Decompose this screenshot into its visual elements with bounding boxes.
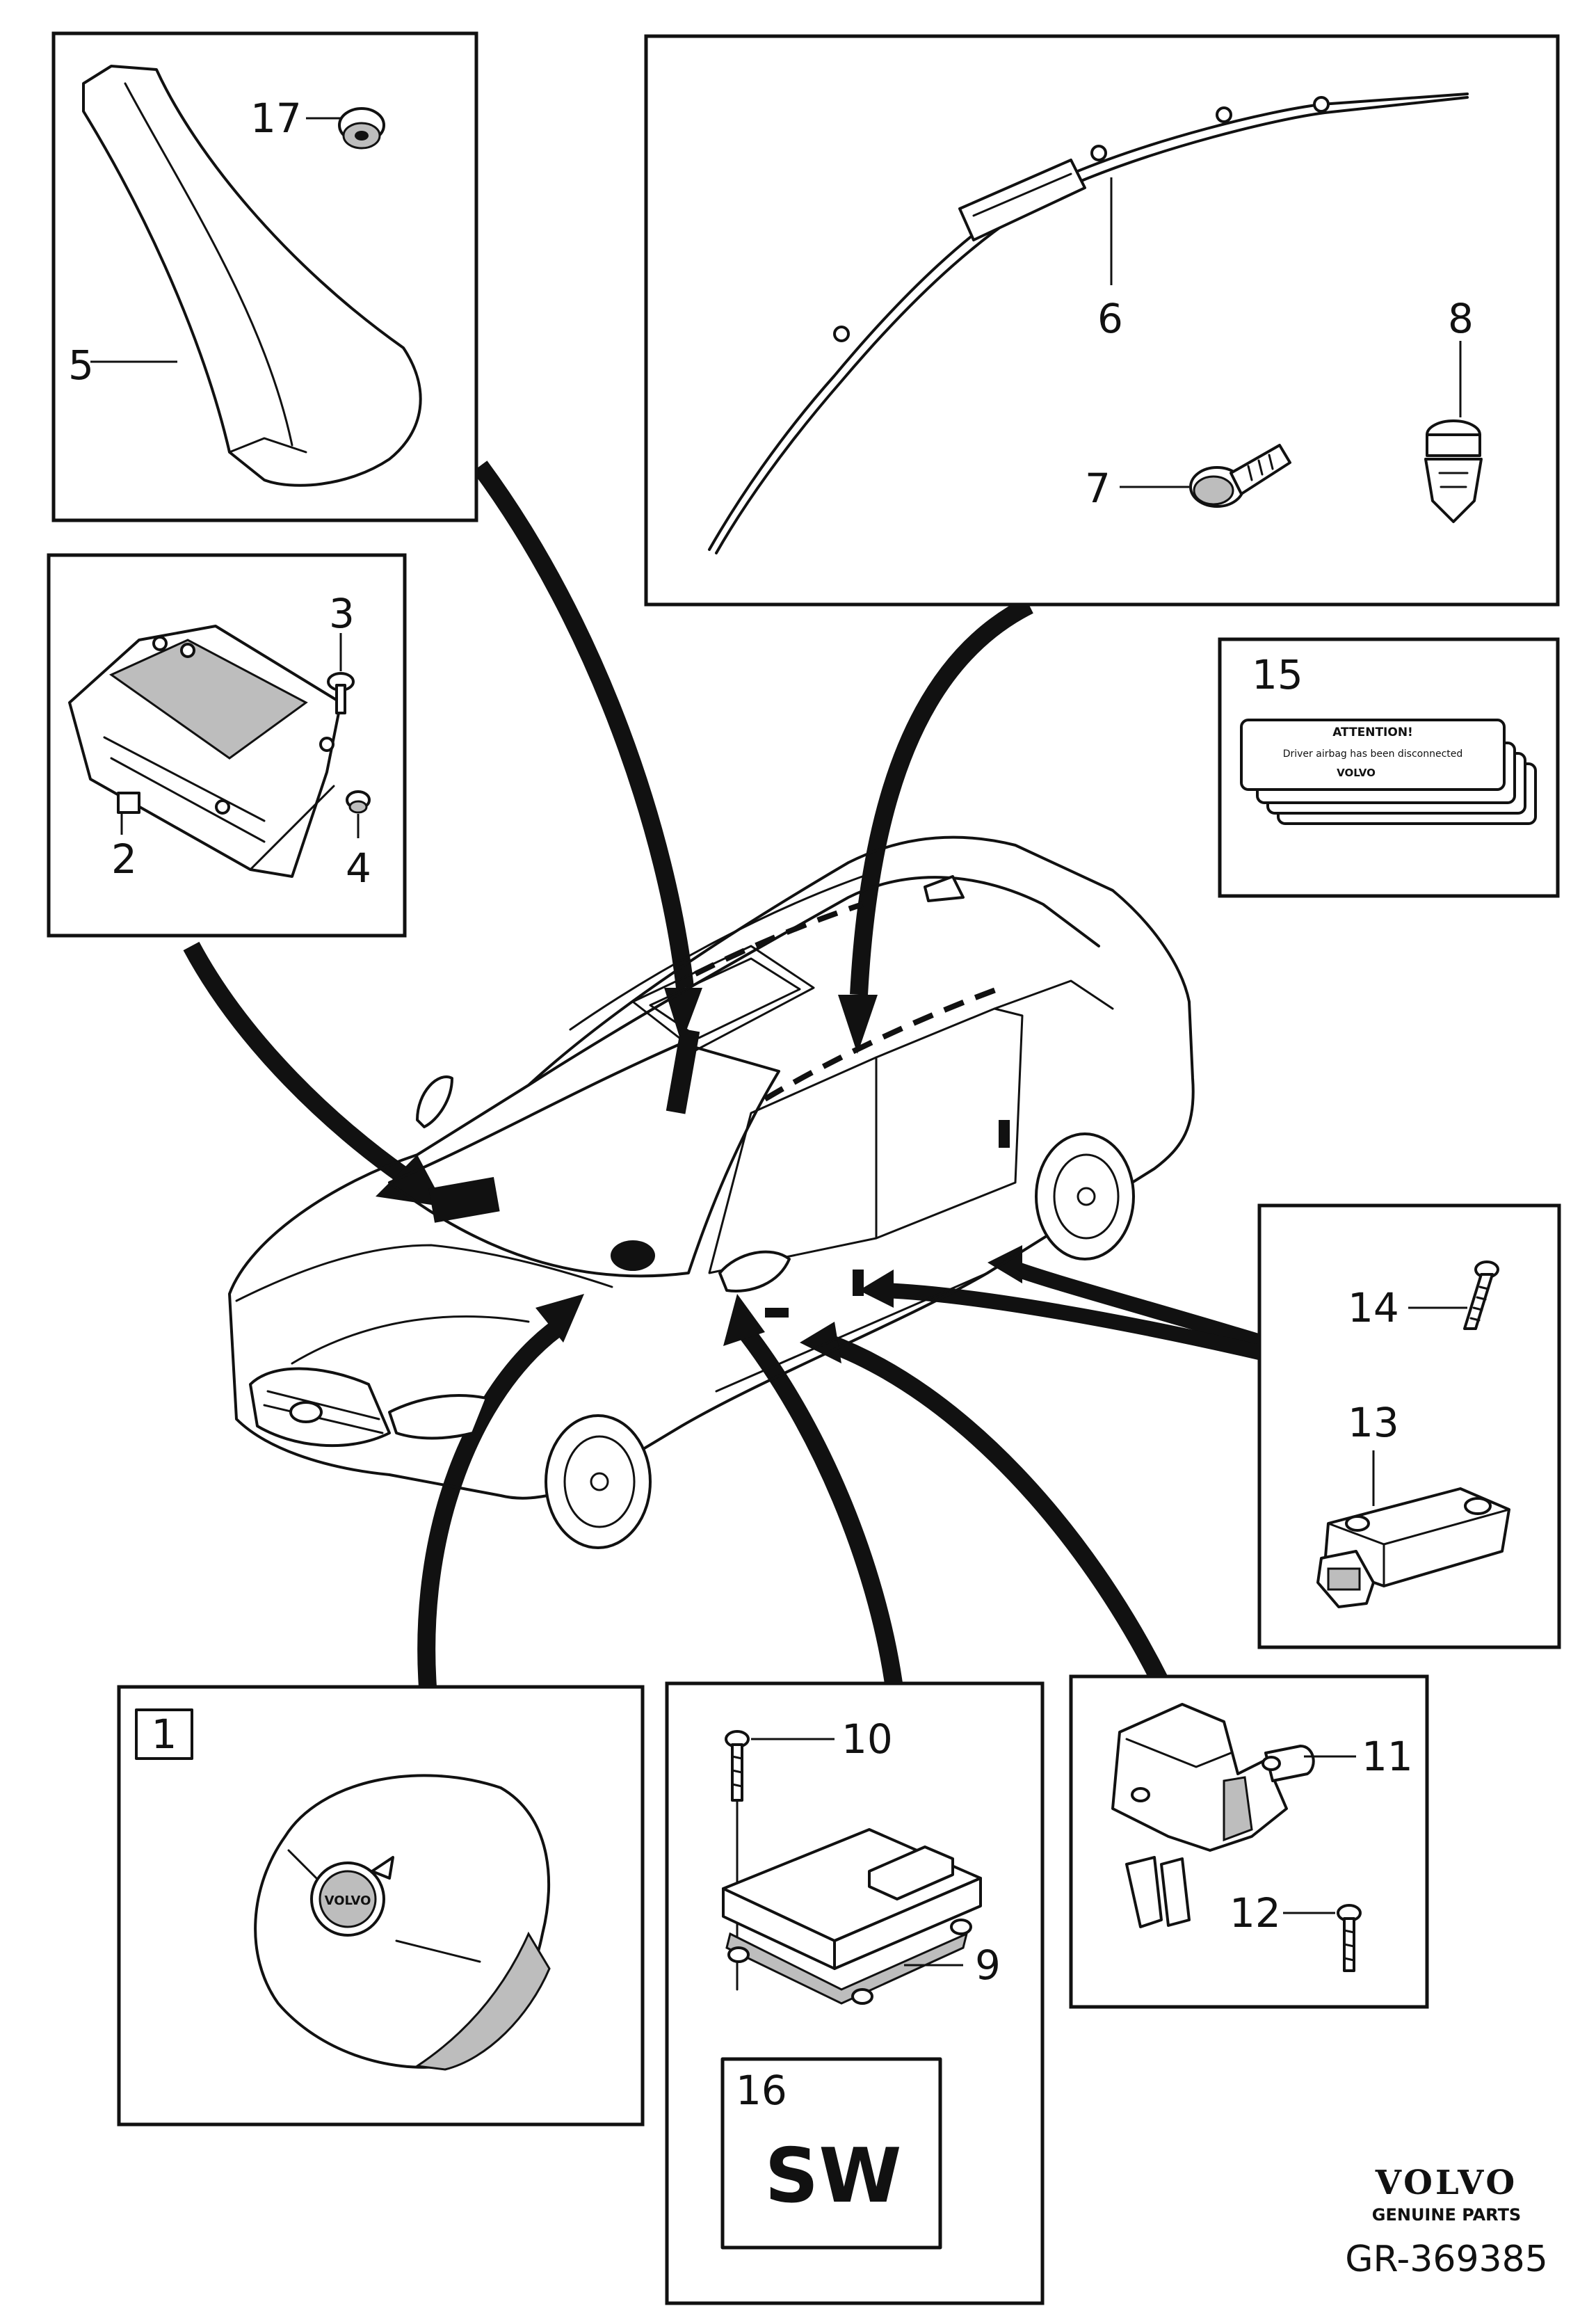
box-curtain-airbag: 6 7 8 xyxy=(644,34,1560,607)
callout-13: 13 xyxy=(1348,1399,1399,1446)
curtain-airbag-part xyxy=(708,93,1469,551)
label-line: Driver airbag has been disconnected xyxy=(1283,748,1463,760)
box-door-sensor: 14 13 xyxy=(1257,1203,1561,1649)
callout-5: 5 xyxy=(68,342,94,389)
callout-11: 11 xyxy=(1362,1733,1413,1780)
callout-17: 17 xyxy=(250,95,302,142)
box-control-module: 10 9 16 SW xyxy=(665,1681,1045,2305)
callout-15: 15 xyxy=(1252,651,1303,698)
passenger-airbag-part xyxy=(68,625,342,878)
callout-1: 1 xyxy=(152,1711,177,1758)
car-illustration xyxy=(228,835,1195,1549)
genuine-parts-tagline: GENUINE PARTS xyxy=(1371,2205,1522,2225)
software-code: SW xyxy=(765,2133,902,2220)
callout-4: 4 xyxy=(346,844,371,892)
screw-part-14 xyxy=(1463,1260,1499,1330)
volvo-logo: VOLVO xyxy=(1375,2163,1518,2202)
screw-part-12 xyxy=(1337,1904,1362,1972)
warning-label-card xyxy=(1240,719,1506,791)
label-heading: ATTENTION! xyxy=(1332,726,1413,739)
nut-part-4 xyxy=(346,790,371,814)
steering-wheel-badge: VOLVO xyxy=(325,1893,371,1908)
screw-part xyxy=(327,672,355,714)
nut-part xyxy=(338,107,385,150)
connector-arrows xyxy=(183,461,1265,1688)
callout-9: 9 xyxy=(975,1941,1001,1989)
control-module-part xyxy=(722,1828,982,2005)
box-warning-label: 15 ATTENTION! Driver airbag has been dis… xyxy=(1218,637,1560,898)
callout-12: 12 xyxy=(1230,1889,1281,1937)
callout-6: 6 xyxy=(1097,295,1123,342)
sensor-part-13 xyxy=(1316,1487,1510,1608)
sensor-part-11 xyxy=(1111,1703,1315,1928)
pillar-cover-part xyxy=(82,65,422,487)
callout-2: 2 xyxy=(111,835,137,883)
box-steering-airbag: 1 VOLVO xyxy=(117,1685,645,2127)
callout-10: 10 xyxy=(841,1715,893,1763)
label-brand: VOLVO xyxy=(1337,767,1376,779)
box-side-sensor: 11 12 xyxy=(1069,1674,1429,2009)
software-box xyxy=(720,2057,942,2250)
bolt-part xyxy=(1189,444,1291,508)
callout-14: 14 xyxy=(1348,1284,1399,1331)
callout-7: 7 xyxy=(1085,465,1111,512)
box-pillar-cover: 17 5 xyxy=(51,31,478,522)
callout-16: 16 xyxy=(736,2067,787,2114)
callout-8: 8 xyxy=(1448,295,1474,342)
clip-part xyxy=(1424,419,1483,523)
callout-3: 3 xyxy=(329,590,355,637)
diagram-code: GR-369385 xyxy=(1345,2239,1548,2280)
steering-airbag-part: VOLVO xyxy=(254,1774,551,2071)
callout-box-1 xyxy=(135,1708,193,1760)
box-passenger-airbag: 3 2 4 xyxy=(47,553,407,938)
